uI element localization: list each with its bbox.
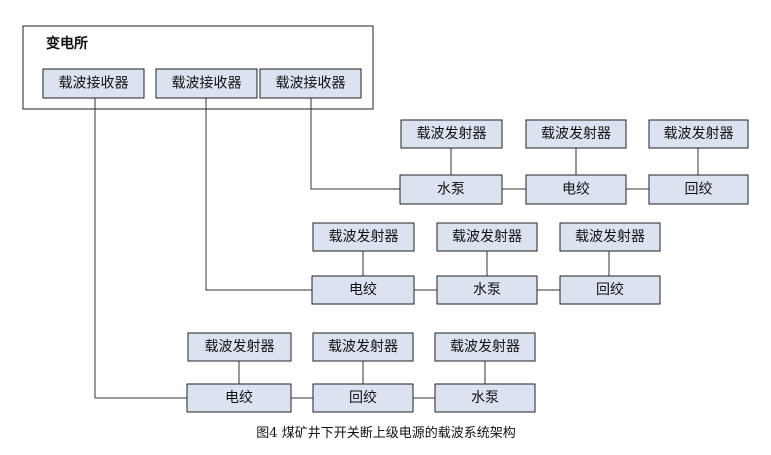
row-1-device-2-box — [525, 174, 627, 205]
row-3-device-3: 水泵 — [471, 390, 499, 406]
row-2-device-1-box — [311, 275, 415, 305]
row-1-transmitter-3: 载波发射器 — [664, 126, 734, 142]
row-1-device-3-box — [648, 174, 749, 205]
row-1-transmitter-3-box — [648, 119, 749, 149]
receiver-1-to-row-3-line — [94, 98, 187, 399]
connectors — [94, 98, 699, 399]
row-3-transmitter-1-box — [187, 332, 292, 362]
row-1: 载波发射器 载波发射器 载波发射器 水泵 电绞 回绞 — [399, 119, 749, 205]
row-3-device-2: 回绞 — [349, 389, 377, 406]
receiver-3-to-row-1-line — [310, 98, 400, 190]
figure-caption: 图4 煤矿井下开关断上级电源的载波系统架构 — [256, 425, 515, 441]
row-2-transmitter-2: 载波发射器 — [452, 229, 522, 245]
receiver-3-box — [259, 68, 362, 99]
row-2-transmitter-1-box — [312, 222, 415, 252]
receiver-1-label: 载波接收器 — [59, 75, 129, 92]
row-3: 载波发射器 载波发射器 载波发射器 电绞 回绞 水泵 — [186, 332, 536, 413]
row-2-transmitter-3-box — [559, 222, 661, 252]
row-1-device-1: 水泵 — [437, 182, 465, 198]
row-3-device-1: 电绞 — [225, 389, 253, 406]
row-3-device-2-box — [312, 383, 414, 413]
row-2-transmitter-1: 载波发射器 — [329, 229, 399, 245]
receiver-2-to-row-2-line — [205, 98, 312, 291]
row-1-transmitter-1-box — [400, 119, 503, 149]
row-3-device-3-box — [434, 383, 536, 413]
receiver-2-box — [155, 68, 258, 99]
substation-title: 变电所 — [46, 35, 88, 52]
row-2-device-3-box — [559, 275, 661, 305]
row-2-device-3: 回绞 — [596, 281, 624, 298]
row-1-device-1-box — [399, 174, 503, 205]
receiver-2-label: 载波接收器 — [172, 75, 242, 92]
receiver-3-label: 载波接收器 — [276, 75, 346, 92]
row-2: 载波发射器 载波发射器 载波发射器 电绞 水泵 回绞 — [311, 222, 661, 305]
row-1-device-2: 电绞 — [562, 181, 590, 198]
row-1-transmitter-2: 载波发射器 — [541, 126, 611, 142]
row-3-transmitter-3: 载波发射器 — [450, 339, 520, 355]
row-2-transmitter-3: 载波发射器 — [575, 229, 645, 245]
row-1-device-3: 回绞 — [685, 181, 713, 198]
row-2-device-1: 电绞 — [349, 281, 377, 298]
receiver-3: 载波接收器 — [259, 68, 362, 99]
row-1-transmitter-2-box — [525, 119, 627, 149]
row-3-device-1-box — [186, 383, 292, 413]
row-2-device-2: 水泵 — [473, 282, 501, 298]
row-3-transmitter-2: 载波发射器 — [328, 339, 398, 355]
row-2-transmitter-2-box — [436, 222, 538, 252]
receiver-2: 载波接收器 — [155, 68, 258, 99]
row-2-device-2-box — [436, 275, 538, 305]
row-3-transmitter-1: 载波发射器 — [205, 339, 275, 355]
row-3-transmitter-3-box — [434, 332, 536, 362]
receiver-1: 载波接收器 — [42, 68, 145, 99]
row-1-transmitter-1: 载波发射器 — [417, 126, 487, 142]
row-3-transmitter-2-box — [312, 332, 414, 362]
receiver-1-box — [42, 68, 145, 99]
